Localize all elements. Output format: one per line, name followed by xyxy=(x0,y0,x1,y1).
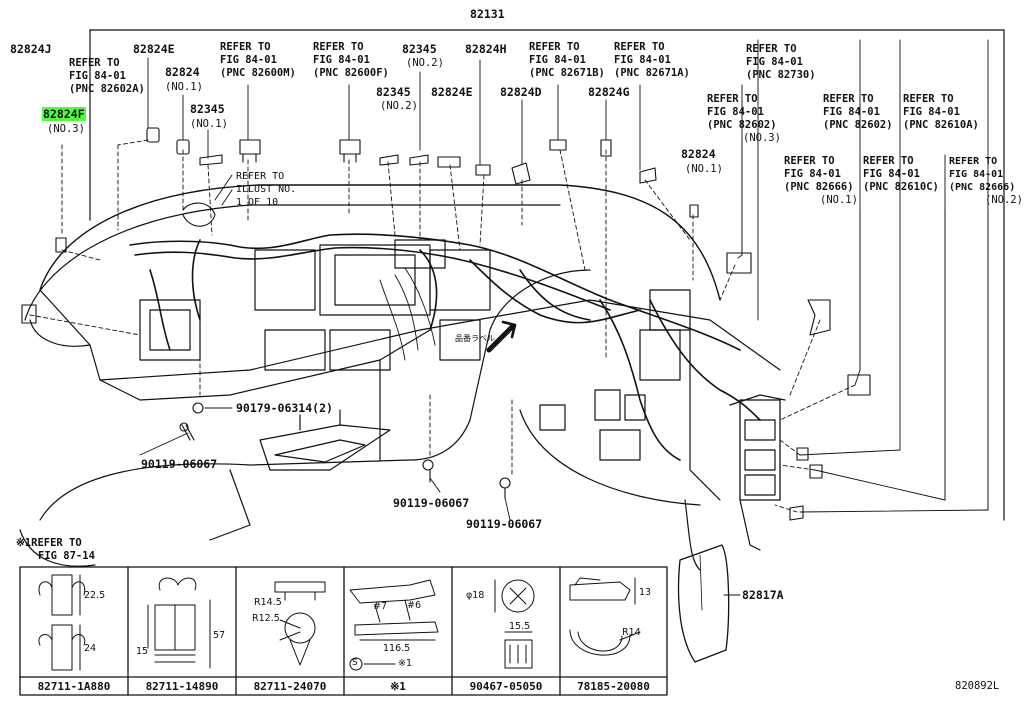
callout-82345-a[interactable]: 82345 xyxy=(190,102,225,116)
dim-22-5: 22.5 xyxy=(84,590,106,601)
table-part-82711-24070[interactable]: 82711-24070 xyxy=(253,680,327,693)
callout-82824E[interactable]: 82824E xyxy=(133,42,175,56)
callout-82817A[interactable]: 82817A xyxy=(742,588,784,602)
callout-82824F[interactable]: 82824F xyxy=(42,107,86,121)
callout-82824-a[interactable]: 82824 xyxy=(165,65,200,79)
table-part-90467-05050[interactable]: 90467-05050 xyxy=(469,680,543,693)
part-number-label-text: 品番ラベル xyxy=(455,334,495,343)
callout-82824D[interactable]: 82824D xyxy=(500,85,542,99)
callout-82824H[interactable]: 82824H xyxy=(465,42,507,56)
dim-57: 57 xyxy=(213,630,226,641)
dim-15-5: 15.5 xyxy=(509,621,531,632)
bolt-90119-06067-a[interactable]: 90119-06067 xyxy=(141,457,218,471)
dim-r14: R14 xyxy=(622,627,641,638)
callout-82824-a-qty: (NO.1) xyxy=(165,81,203,93)
callout-82345-c[interactable]: 82345 xyxy=(376,85,411,99)
callout-82824E-b[interactable]: 82824E xyxy=(431,85,473,99)
dim-hash-6: #6 xyxy=(407,600,422,611)
callout-82345-a-qty: (NO.1) xyxy=(190,118,228,130)
dim-24: 24 xyxy=(84,643,97,654)
figure-code: 820892L xyxy=(955,680,1000,692)
table-part-82711-1A880[interactable]: 82711-1A880 xyxy=(37,680,111,693)
callout-82824-b-qty: (NO.1) xyxy=(685,163,723,175)
bolt-90179-06314[interactable]: 90179-06314(2) xyxy=(236,401,333,415)
main-part-number[interactable]: 82131 xyxy=(470,7,505,21)
dim-15: 15 xyxy=(136,646,149,657)
s-symbol-icon: S xyxy=(352,658,358,668)
table-part-78185-20080[interactable]: 78185-20080 xyxy=(577,680,650,693)
dim-r14-5: R14.5 xyxy=(254,597,282,608)
dim-note-1: ※1 xyxy=(398,658,413,669)
dim-116-5: 116.5 xyxy=(383,643,411,654)
bolt-90119-06067-c[interactable]: 90119-06067 xyxy=(466,517,543,531)
callout-82824-b[interactable]: 82824 xyxy=(681,147,716,161)
dim-hash-7: #7 xyxy=(373,601,388,612)
callout-82345-b-qty: (NO.2) xyxy=(406,57,444,69)
callout-82824G[interactable]: 82824G xyxy=(588,85,630,99)
callout-82345-b[interactable]: 82345 xyxy=(402,42,437,56)
table-part-note-1[interactable]: ※1 xyxy=(390,680,406,693)
dim-13: 13 xyxy=(639,587,652,598)
callout-82345-c-qty: (NO.2) xyxy=(380,100,418,112)
table-part-82711-14890[interactable]: 82711-14890 xyxy=(145,680,219,693)
dim-phi-18: φ18 xyxy=(466,590,485,601)
callout-82824F-qty: (NO.3) xyxy=(47,123,85,135)
dim-r12-5: R12.5 xyxy=(252,613,280,624)
bolt-90119-06067-b[interactable]: 90119-06067 xyxy=(393,496,470,510)
callout-82824J[interactable]: 82824J xyxy=(10,42,52,56)
